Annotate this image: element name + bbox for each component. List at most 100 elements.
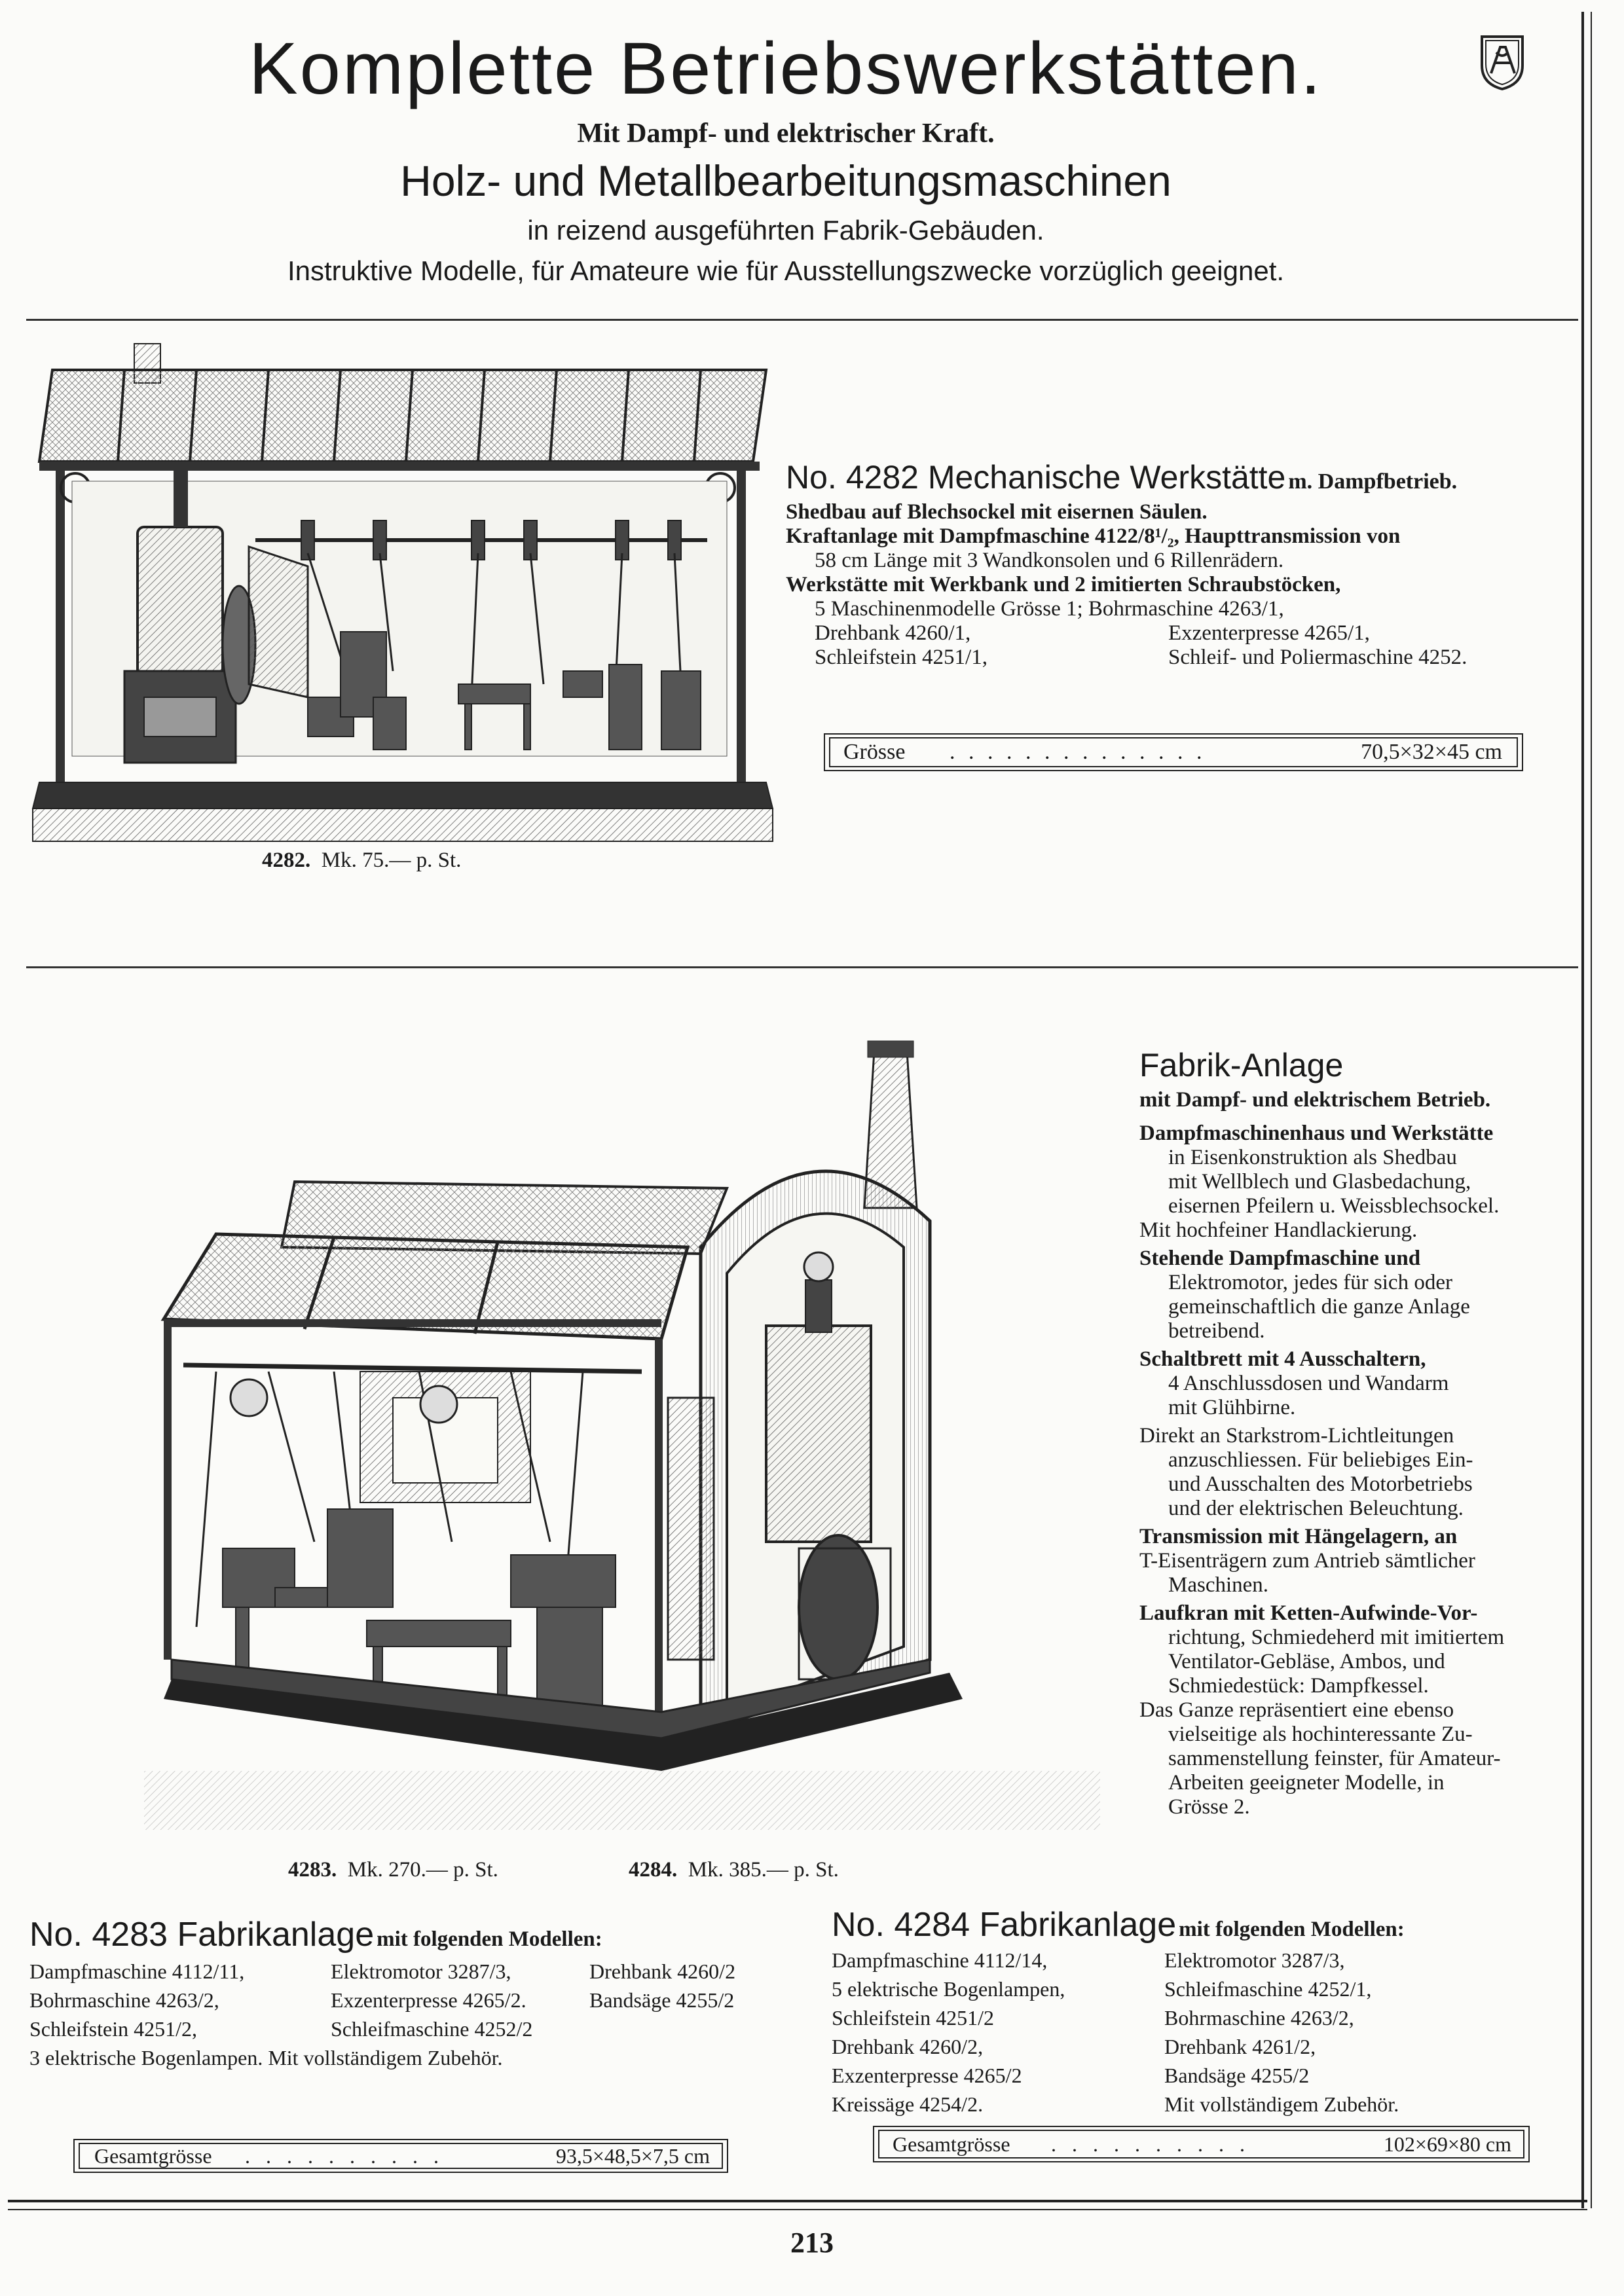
fabrik-para-line: Ventilator-Gebläse, Ambos, und	[1168, 1650, 1445, 1673]
page-title: Komplette Betriebswerkstätten.	[248, 27, 1323, 109]
item-4283-row: Bohrmaschine 4263/2, Exzenterpresse 4265/…	[29, 1986, 835, 2014]
fabrik-anlage-title: Fabrik-Anlage	[1139, 1047, 1344, 1084]
item-4282-grid-row: Schleifstein 4251/1, Schleif- und Polierm…	[786, 646, 1578, 670]
figure-caption-4284-price: Mk. 385.— p. St.	[688, 1858, 839, 1882]
page-frame-bottom	[8, 2200, 1587, 2210]
item-4284-cell: Drehbank 4260/2,	[832, 2035, 984, 2058]
item-4282-grid-cell: Schleif- und Poliermaschine 4252.	[1168, 646, 1467, 669]
figure-caption-4283-price: Mk. 270.— p. St.	[347, 1858, 498, 1882]
figure-caption-4283-no: 4283.	[288, 1858, 337, 1882]
item-4284-cell: 5 elektrische Bogenlampen,	[832, 1977, 1065, 2001]
fabrik-anlage-paragraphs: Dampfmaschinenhaus und Werkstätte in Eis…	[1139, 1121, 1572, 1819]
figure-caption-4284: 4284. Mk. 385.— p. St.	[629, 1858, 839, 1882]
fabrik-para-line: Mit hochfeiner Handlackierung.	[1139, 1218, 1418, 1242]
section-divider	[26, 966, 1578, 968]
item-4282-grid-row: Drehbank 4260/1,Exzenterpresse 4265/1,	[786, 621, 1578, 646]
fabrik-para-line: T-Eisenträgern zum Antrieb sämtlicher	[1139, 1549, 1475, 1573]
fabrik-para-line: betreibend.	[1168, 1319, 1265, 1343]
item-4283-title-suffix: mit folgenden Modellen:	[377, 1927, 602, 1951]
fabrik-para-line: gemeinschaftlich die ganze Anlage	[1168, 1295, 1470, 1319]
item-4284-cell: Drehbank 4261/2,	[1164, 2035, 1316, 2058]
item-4283-row: Schleifstein 4251/2,Schleifmaschine 4252…	[29, 2014, 835, 2043]
item-4283-cell: Schleifstein 4251/2,	[29, 2017, 197, 2041]
fabrik-para-line: und der elektrischen Beleuchtung.	[1168, 1497, 1464, 1520]
fabrik-para-line: Arbeiten geeigneter Modelle, in	[1168, 1771, 1445, 1795]
item-4283-title: No. 4283 Fabrikanlage	[29, 1916, 375, 1954]
fabrik-para-line: vielseitige als hochinteressante Zu-	[1168, 1722, 1473, 1746]
item-4284-cell: Bandsäge 4255/2	[1164, 2064, 1310, 2087]
item-4282-grid-cell: Schleifstein 4251/1,	[815, 646, 987, 669]
item-4282-size-label: Grösse	[843, 740, 906, 764]
item-4284-size-value: 102×69×80 cm	[1383, 2132, 1511, 2156]
item-4284-cell: Elektromotor 3287/3,	[1164, 1948, 1345, 1972]
fabrik-para-line: richtung, Schmiedeherd mit imitiertem	[1168, 1626, 1505, 1649]
item-4283-listing: No. 4283 Fabrikanlage mit folgenden Mode…	[29, 1915, 835, 2072]
page-subtitle-machines: Holz- und Metallbearbeitungsmaschinen	[400, 156, 1172, 205]
fabrik-para-line: Maschinen.	[1168, 1573, 1269, 1597]
item-4284-row: Drehbank 4260/2, Drehbank 4261/2,	[832, 2032, 1572, 2061]
figure-caption-4282: 4282. Mk. 75.— p. St.	[262, 848, 461, 873]
item-4284-row: Kreissäge 4254/2. Mit vollständigem Zubeh…	[832, 2090, 1572, 2119]
figure-caption-4284-no: 4284.	[629, 1858, 678, 1882]
item-4282-size-value: 70,5×32×45 cm	[1361, 740, 1502, 764]
item-4283-cell: Exzenterpresse 4265/2.	[331, 1988, 526, 2012]
item-4283-row: Dampfmaschine 4112/11, Elektromotor 3287/…	[29, 1957, 835, 1986]
page-number: 213	[790, 2227, 834, 2259]
item-4284-row: Exzenterpresse 4265/2 Bandsäge 4255/2	[832, 2061, 1572, 2090]
item-4284-cell: Exzenterpresse 4265/2	[832, 2064, 1022, 2087]
fabrik-para-line: mit Glühbirne.	[1168, 1396, 1296, 1419]
fabrik-para-line: eisernen Pfeilern u. Weissblechsockel.	[1168, 1194, 1500, 1218]
fabrik-para-line: und Ausschalten des Motorbetriebs	[1168, 1472, 1473, 1496]
page-subtitle-buildings: in reizend ausgeführten Fabrik-Gebäuden.	[527, 215, 1044, 246]
item-4284-cell: Mit vollständigem Zubehör.	[1164, 2092, 1399, 2116]
fabrik-para-line: 4 Anschlussdosen und Wandarm	[1168, 1372, 1449, 1395]
item-4284-cell: Schleifstein 4251/2	[832, 2006, 994, 2030]
fabrik-para-line: Schmiedestück: Dampfkessel.	[1168, 1674, 1429, 1698]
fabrik-para-head: Transmission mit Hängelagern, an	[1139, 1525, 1458, 1548]
item-4283-model-table: Dampfmaschine 4112/11, Elektromotor 3287/…	[29, 1957, 835, 2072]
item-4282-lines: Shedbau auf Blechsockel mit eisernen Säu…	[786, 500, 1578, 670]
item-4282-line: 5 Maschinenmodelle Grösse 1; Bohrmaschin…	[815, 597, 1284, 621]
item-4283-cell: Bohrmaschine 4263/2,	[29, 1988, 219, 2012]
item-4284-listing: No. 4284 Fabrikanlage mit folgenden Mode…	[832, 1905, 1572, 2119]
fabrik-para-head: Schaltbrett mit 4 Ausschaltern,	[1139, 1347, 1426, 1371]
fabrik-para-head: Direkt an Starkstrom-Lichtleitungen	[1139, 1424, 1454, 1448]
item-4284-row: 5 elektrische Bogenlampen, Schleifmaschin…	[832, 1975, 1572, 2003]
item-4283-size-box: Gesamtgrösse . . . . . . . . . . 93,5×48…	[73, 2139, 728, 2173]
item-4282-grid-cell: Drehbank 4260/1,	[815, 621, 971, 645]
item-4283-cell: Bandsäge 4255/2	[589, 1988, 735, 2012]
fabrik-para-line: Grösse 2.	[1168, 1795, 1250, 1819]
item-4284-size-box: Gesamtgrösse . . . . . . . . . . 102×69×…	[873, 2126, 1530, 2162]
page-frame-right	[1581, 12, 1592, 2208]
fabrik-para-line: mit Wellblech und Glasbedachung,	[1168, 1170, 1471, 1194]
fabrik-para-line: sammenstellung feinster, für Amateur-	[1168, 1747, 1501, 1770]
item-4284-cell: Kreissäge 4254/2.	[832, 2092, 984, 2116]
item-4283-size-label: Gesamtgrösse	[94, 2144, 212, 2168]
item-4282-size-dots: . . . . . . . . . . . . . .	[950, 740, 1206, 764]
item-4284-cell: Schleifmaschine 4252/1,	[1164, 1977, 1372, 2001]
item-4284-cell: Dampfmaschine 4112/14,	[832, 1948, 1048, 1972]
item-4282-line: 58 cm Länge mit 3 Wandkonsolen und 6 Ril…	[815, 549, 1284, 572]
item-4283-row-last: 3 elektrische Bogenlampen. Mit vollständ…	[29, 2046, 503, 2069]
item-4282-title: No. 4282 Mechanische Werkstätte	[786, 459, 1286, 496]
figure-caption-4282-price: Mk. 75.— p. St.	[321, 848, 462, 872]
item-4283-cell: Elektromotor 3287/3,	[331, 1959, 511, 1983]
item-4284-size-dots: . . . . . . . . . .	[1051, 2132, 1250, 2156]
page-subtitle-purpose: Instruktive Modelle, für Amateure wie fü…	[287, 255, 1285, 286]
figure-caption-4283: 4283. Mk. 270.— p. St.	[288, 1858, 498, 1882]
fabrik-para-line: in Eisenkonstruktion als Shedbau	[1168, 1146, 1457, 1169]
item-4282-heading: No. 4282 Mechanische Werkstätte m. Dampf…	[786, 458, 1578, 496]
item-4283-cell: Dampfmaschine 4112/11,	[29, 1959, 245, 1983]
item-4284-row: Dampfmaschine 4112/14, Elektromotor 3287/…	[832, 1946, 1572, 1975]
fabrik-para-head: Dampfmaschinenhaus und Werkstätte	[1139, 1121, 1494, 1145]
fabrik-para-head: Das Ganze repräsentiert eine ebenso	[1139, 1698, 1454, 1722]
item-4282-description: No. 4282 Mechanische Werkstätte m. Dampf…	[786, 458, 1578, 670]
item-4282-line: Shedbau auf Blechsockel mit eisernen Säu…	[786, 500, 1208, 524]
fabrik-para-line: anzuschliessen. Für beliebiges Ein-	[1168, 1448, 1473, 1472]
item-4282-line: Kraftanlage mit Dampfmaschine 4122/8¹/₂,…	[786, 524, 1401, 548]
figure-caption-4282-no: 4282.	[262, 848, 311, 872]
item-4284-heading: No. 4284 Fabrikanlage mit folgenden Mode…	[832, 1905, 1572, 1944]
item-4283-size-value: 93,5×48,5×7,5 cm	[555, 2144, 710, 2168]
item-4284-model-table: Dampfmaschine 4112/14, Elektromotor 3287/…	[832, 1946, 1572, 2119]
